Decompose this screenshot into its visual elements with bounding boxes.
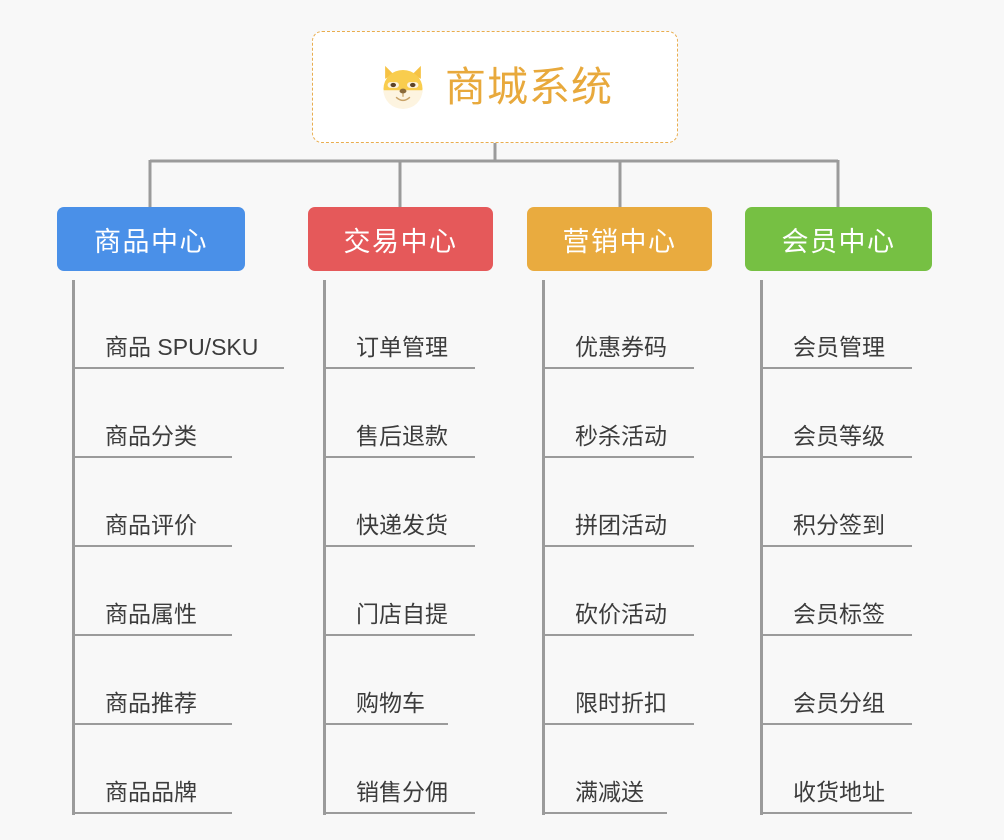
leaf-item-label: 销售分佣 xyxy=(356,778,448,805)
leaf-item[interactable]: 满减送 xyxy=(527,725,712,814)
leaf-item-rule xyxy=(323,812,475,814)
leaf-item-label: 商品 SPU/SKU xyxy=(105,333,259,360)
branch-items: 优惠券码秒杀活动拼团活动砍价活动限时折扣满减送 xyxy=(527,280,712,815)
branch-column: 商品中心商品 SPU/SKU 商品分类商品评价商品属性商品推荐商品品牌 xyxy=(57,207,284,815)
leaf-item-rule xyxy=(323,634,475,636)
leaf-item[interactable]: 商品品牌 xyxy=(57,725,245,814)
leaf-item[interactable]: 订单管理 xyxy=(308,280,493,369)
leaf-item-rule xyxy=(72,545,232,547)
leaf-item-label: 积分签到 xyxy=(793,511,885,538)
leaf-item-label: 购物车 xyxy=(356,689,425,716)
branch-trunk-line xyxy=(542,280,545,815)
leaf-item-rule xyxy=(323,545,475,547)
leaf-item-rule xyxy=(542,812,667,814)
leaf-item-label: 门店自提 xyxy=(356,600,448,627)
leaf-item-label: 商品评价 xyxy=(105,511,197,538)
branch-items: 会员管理会员等级积分签到会员标签会员分组收货地址 xyxy=(745,280,932,815)
leaf-item-label: 订单管理 xyxy=(356,333,448,360)
leaf-item[interactable]: 商品推荐 xyxy=(57,636,245,725)
leaf-item-label: 收货地址 xyxy=(793,778,885,805)
leaf-item[interactable]: 商品分类 xyxy=(57,369,245,458)
leaf-item-label: 砍价活动 xyxy=(575,600,667,627)
leaf-item-label: 优惠券码 xyxy=(575,333,667,360)
branch-trunk-line xyxy=(323,280,326,815)
leaf-item-label: 会员等级 xyxy=(793,422,885,449)
branch-trunk-line xyxy=(72,280,75,815)
leaf-item[interactable]: 会员标签 xyxy=(745,547,932,636)
leaf-item[interactable]: 拼团活动 xyxy=(527,458,712,547)
leaf-item[interactable]: 商品评价 xyxy=(57,458,245,547)
leaf-item-label: 会员标签 xyxy=(793,600,885,627)
branch-column: 营销中心优惠券码秒杀活动拼团活动砍价活动限时折扣满减送 xyxy=(527,207,712,815)
leaf-item-rule xyxy=(323,456,475,458)
branch-column: 交易中心订单管理售后退款快递发货门店自提购物车销售分佣 xyxy=(308,207,493,815)
leaf-item-label: 会员管理 xyxy=(793,333,885,360)
leaf-item-rule xyxy=(323,723,448,725)
leaf-item-rule xyxy=(760,367,912,369)
leaf-item-rule xyxy=(542,723,694,725)
leaf-item[interactable]: 会员分组 xyxy=(745,636,932,725)
branch-items: 订单管理售后退款快递发货门店自提购物车销售分佣 xyxy=(308,280,493,815)
leaf-item[interactable]: 限时折扣 xyxy=(527,636,712,725)
leaf-item[interactable]: 销售分佣 xyxy=(308,725,493,814)
root-node[interactable]: 商城系统 xyxy=(312,31,678,143)
leaf-item[interactable]: 会员等级 xyxy=(745,369,932,458)
leaf-item-label: 商品属性 xyxy=(105,600,197,627)
leaf-item[interactable]: 秒杀活动 xyxy=(527,369,712,458)
leaf-item[interactable]: 门店自提 xyxy=(308,547,493,636)
leaf-item-label: 拼团活动 xyxy=(575,511,667,538)
branch-header-1[interactable]: 商品中心 xyxy=(57,207,245,271)
leaf-item-label: 限时折扣 xyxy=(575,689,667,716)
branch-header-2[interactable]: 交易中心 xyxy=(308,207,493,271)
leaf-item-rule xyxy=(760,723,912,725)
leaf-item-label: 商品推荐 xyxy=(105,689,197,716)
leaf-item-label: 商品品牌 xyxy=(105,778,197,805)
branch-column: 会员中心会员管理会员等级积分签到会员标签会员分组收货地址 xyxy=(745,207,932,815)
leaf-item-rule xyxy=(72,634,232,636)
branch-header-label: 商品中心 xyxy=(94,226,208,257)
leaf-item[interactable]: 砍价活动 xyxy=(527,547,712,636)
leaf-item-label: 秒杀活动 xyxy=(575,422,667,449)
leaf-item-rule xyxy=(72,456,232,458)
leaf-item-label: 会员分组 xyxy=(793,689,885,716)
leaf-item-rule xyxy=(542,456,694,458)
leaf-item[interactable]: 优惠券码 xyxy=(527,280,712,369)
leaf-item[interactable]: 购物车 xyxy=(308,636,493,725)
leaf-item-label: 满减送 xyxy=(575,778,644,805)
leaf-item-rule xyxy=(542,545,694,547)
leaf-item[interactable]: 会员管理 xyxy=(745,280,932,369)
leaf-item-rule xyxy=(760,812,912,814)
leaf-item-label: 售后退款 xyxy=(356,422,448,449)
leaf-item[interactable]: 售后退款 xyxy=(308,369,493,458)
root-title: 商城系统 xyxy=(445,63,613,110)
branch-header-label: 营销中心 xyxy=(562,226,677,257)
leaf-item-rule xyxy=(72,812,232,814)
shiba-dog-face-icon xyxy=(383,65,423,109)
branch-header-4[interactable]: 会员中心 xyxy=(745,207,932,271)
leaf-item-rule xyxy=(542,367,694,369)
leaf-item[interactable]: 商品属性 xyxy=(57,547,245,636)
leaf-item-rule xyxy=(72,367,284,369)
leaf-item-rule xyxy=(760,545,912,547)
leaf-item-rule xyxy=(760,456,912,458)
leaf-item-rule xyxy=(323,367,475,369)
leaf-item-rule xyxy=(760,634,912,636)
leaf-item-label: 快递发货 xyxy=(356,511,448,538)
leaf-item-label: 商品分类 xyxy=(105,422,197,449)
branch-header-label: 会员中心 xyxy=(781,226,896,257)
leaf-item[interactable]: 积分签到 xyxy=(745,458,932,547)
leaf-item[interactable]: 商品 SPU/SKU xyxy=(57,280,284,369)
branch-header-3[interactable]: 营销中心 xyxy=(527,207,712,271)
branch-items: 商品 SPU/SKU 商品分类商品评价商品属性商品推荐商品品牌 xyxy=(57,280,284,815)
leaf-item[interactable]: 快递发货 xyxy=(308,458,493,547)
branch-trunk-line xyxy=(760,280,763,815)
branch-header-label: 交易中心 xyxy=(343,226,458,257)
leaf-item-rule xyxy=(72,723,232,725)
leaf-item-rule xyxy=(542,634,694,636)
leaf-item[interactable]: 收货地址 xyxy=(745,725,932,814)
